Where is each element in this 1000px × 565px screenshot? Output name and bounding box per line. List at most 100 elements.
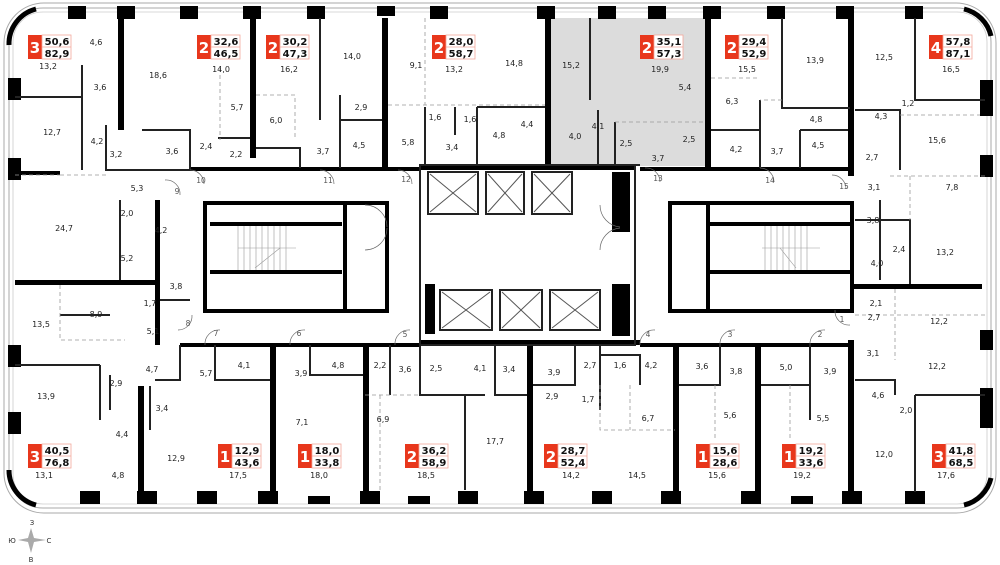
- corner-wall: [963, 6, 994, 37]
- room-area: 5,7: [231, 103, 244, 112]
- room-area: 17,6: [937, 471, 955, 480]
- room-area: 4,0: [569, 132, 582, 141]
- room-area: 13,1: [35, 471, 53, 480]
- structural-walls: [15, 18, 982, 492]
- bottom-columns: [80, 491, 925, 504]
- room-area: 5,5: [817, 414, 830, 423]
- room-area: 12,5: [875, 53, 893, 62]
- room-area: 3,4: [503, 365, 516, 374]
- room-area: 13,2: [445, 65, 463, 74]
- room-area: 4,8: [332, 361, 345, 370]
- room-area: 13,2: [936, 248, 954, 257]
- living-area: 29,4: [742, 37, 767, 48]
- room-area: 3,1: [868, 183, 881, 192]
- living-area: 35,1: [657, 37, 682, 48]
- room-count: 1: [220, 448, 230, 466]
- room-area: 3,8: [730, 367, 743, 376]
- living-area: 18,0: [315, 446, 340, 457]
- room-count: 2: [642, 39, 652, 57]
- room-area: 5,4: [679, 83, 692, 92]
- total-area: 58,9: [422, 458, 447, 469]
- building-outline: [3, 2, 997, 514]
- door-number: 10: [196, 176, 206, 185]
- elevator-core: [419, 164, 636, 346]
- total-area: 76,8: [45, 458, 70, 469]
- interior-walls: [15, 18, 985, 492]
- room-count: 2: [546, 448, 556, 466]
- corner-wall: [6, 6, 37, 46]
- room-area: 4,6: [90, 38, 103, 47]
- room-area: 1,2: [902, 99, 915, 108]
- room-area: 3,2: [110, 150, 123, 159]
- room-area: 5,1: [147, 327, 160, 336]
- room-area: 3,7: [652, 154, 665, 163]
- room-area: 14,0: [212, 65, 230, 74]
- room-area: 1,6: [614, 361, 627, 370]
- corner-wall: [963, 477, 994, 508]
- building-outline-inner: [8, 7, 992, 509]
- room-area: 3,7: [771, 147, 784, 156]
- room-area: 3,9: [548, 368, 561, 377]
- room-area: 4,2: [730, 145, 743, 154]
- room-area: 4,8: [112, 471, 125, 480]
- room-area: 2,7: [868, 313, 881, 322]
- room-count: 2: [407, 448, 417, 466]
- door-number: 6: [297, 329, 302, 338]
- living-area: 50,6: [45, 37, 70, 48]
- room-area: 2,5: [430, 364, 443, 373]
- compass-south: В: [29, 556, 34, 564]
- room-count: 2: [434, 39, 444, 57]
- room-area: 24,7: [55, 224, 73, 233]
- room-area: 3,4: [446, 143, 459, 152]
- room-area: 13,2: [39, 62, 57, 71]
- room-area: 3,6: [166, 147, 179, 156]
- room-area: 9,1: [410, 61, 423, 70]
- room-area: 16,2: [280, 65, 298, 74]
- room-count: 3: [934, 448, 944, 466]
- room-area: 2,1: [870, 299, 883, 308]
- room-area: 5,2: [121, 254, 134, 263]
- compass-north: З: [30, 519, 35, 527]
- compass: З В Ю С: [8, 519, 51, 564]
- room-area: 4,3: [875, 112, 888, 121]
- room-count: 2: [199, 39, 209, 57]
- total-area: 33,6: [799, 458, 824, 469]
- room-area: 3,9: [824, 367, 837, 376]
- room-area: 12,9: [167, 454, 185, 463]
- room-area: 3,6: [399, 365, 412, 374]
- stair-left: [203, 201, 389, 313]
- compass-east: С: [47, 537, 52, 545]
- room-area: 17,7: [486, 437, 504, 446]
- room-area: 3,4: [156, 404, 169, 413]
- room-area: 4,8: [493, 131, 506, 140]
- room-count: 1: [784, 448, 794, 466]
- room-area: 6,3: [726, 97, 739, 106]
- room-area: 13,5: [32, 320, 50, 329]
- side-columns: [8, 78, 993, 434]
- corner-wall: [6, 469, 37, 508]
- room-area: 1,6: [464, 115, 477, 124]
- living-area: 28,7: [561, 446, 586, 457]
- door-number: 14: [765, 176, 775, 185]
- room-area: 2,2: [374, 361, 387, 370]
- living-area: 30,2: [283, 37, 308, 48]
- living-area: 40,5: [45, 446, 70, 457]
- room-area: 1,7: [144, 299, 157, 308]
